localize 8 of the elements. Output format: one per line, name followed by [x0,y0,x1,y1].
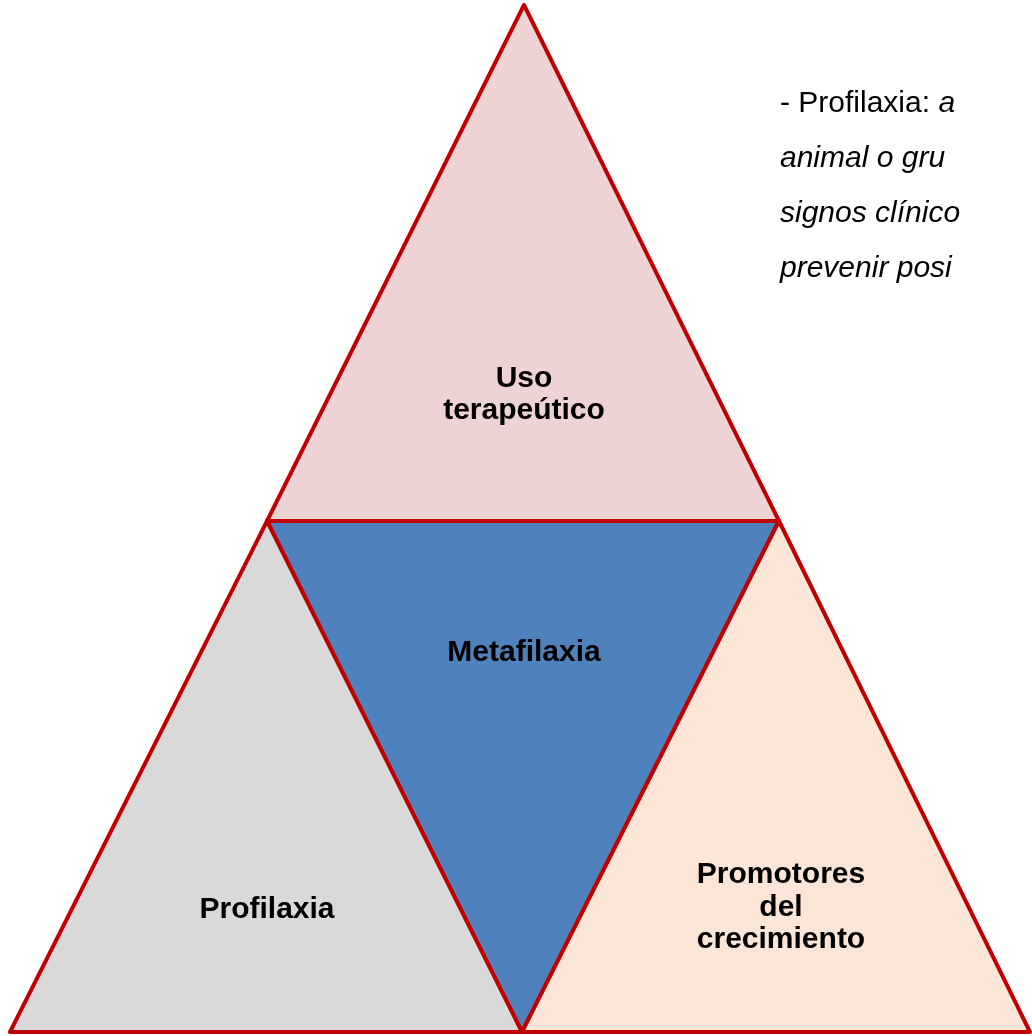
section-label: Profilaxia [198,891,336,925]
section-label: Uso terapeútico [442,360,606,426]
definition-text: - Profilaxia: a [780,84,956,120]
section-label: Metafilaxia [446,634,602,668]
definition-text: animal o gru [780,139,946,175]
definition-text: signos clínico [780,194,961,230]
definition-text: prevenir posi [780,249,952,285]
section-label: Promotores del crecimiento [695,857,867,955]
